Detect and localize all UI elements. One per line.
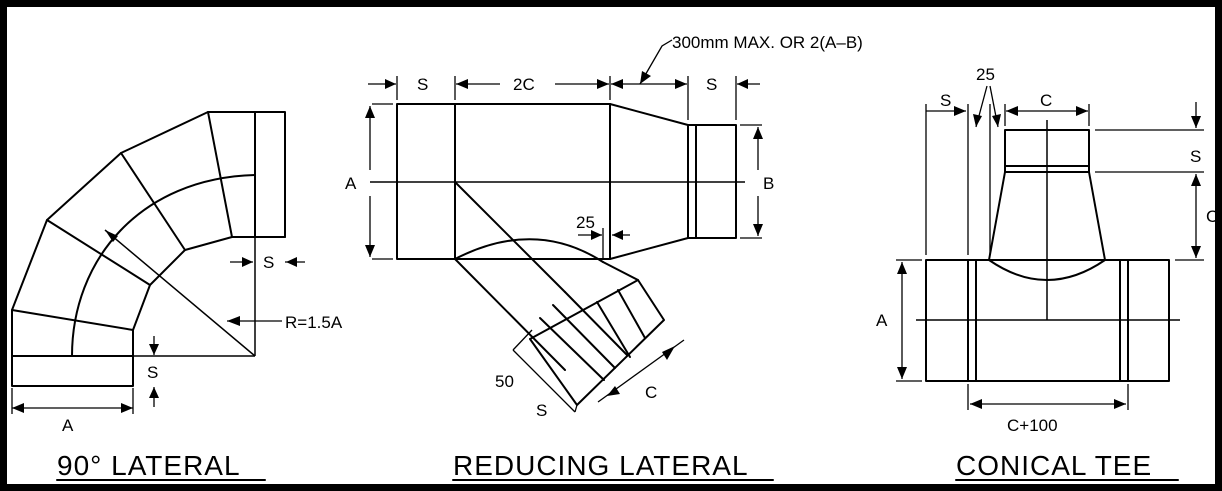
lateral90-view: R=1.5A S S A 90° LATERAL (11, 111, 343, 481)
lateral90-centreline (71, 174, 256, 357)
lateral90-inner (132, 236, 286, 357)
reducing-view: S 2C S 300mm MAX. OR 2(A–B) A B (345, 33, 863, 481)
lateral90-a-label: A (62, 416, 74, 435)
reducing-title: REDUCING LATERAL (453, 450, 749, 481)
conical-c-right-label: C (1206, 207, 1218, 226)
reducing-25-label: 25 (576, 213, 595, 232)
conical-s-right-label: S (1190, 147, 1201, 166)
reducing-c-label: C (645, 383, 657, 402)
reducing-branch-end (529, 279, 665, 406)
lateral90-outer (11, 111, 256, 357)
reducing-branch-seam (454, 238, 604, 263)
conical-25-label: 25 (976, 65, 995, 84)
reducing-b-label: B (763, 174, 774, 193)
reducing-s-left-label: S (417, 75, 428, 94)
lateral90-title: 90° LATERAL (57, 450, 241, 481)
reducing-s-right-label: S (706, 75, 717, 94)
reducing-s-branch-label: S (536, 401, 547, 420)
lateral90-s-top-label: S (263, 253, 274, 272)
lateral90-radius-label: R=1.5A (285, 313, 343, 332)
conical-a-label: A (876, 311, 888, 330)
conical-c-top-label: C (1040, 91, 1052, 110)
conical-title: CONICAL TEE (956, 450, 1152, 481)
reducing-note-label: 300mm MAX. OR 2(A–B) (672, 33, 863, 52)
reducing-a-label: A (345, 174, 357, 193)
lateral90-s-bottom-label: S (147, 363, 158, 382)
conical-s-top-label: S (940, 91, 951, 110)
reducing-2c-label: 2C (513, 75, 535, 94)
reducing-50-label: 50 (495, 372, 514, 391)
conical-c100-label: C+100 (1007, 416, 1058, 435)
conical-view: S 25 C S C A C+100 (876, 65, 1218, 481)
